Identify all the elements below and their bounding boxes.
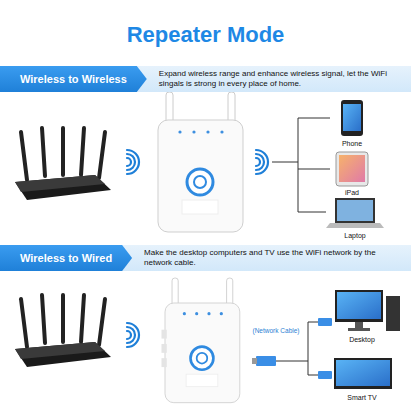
desktop-icon: [355, 322, 363, 328]
router-icon: [15, 175, 111, 200]
router-icon: [21, 128, 105, 180]
band-heading: Wireless to Wired: [0, 245, 132, 271]
repeater-device: [206, 130, 209, 133]
repeater-device: [220, 130, 223, 133]
wifi-waves: [127, 154, 135, 170]
repeater-device: [158, 120, 243, 232]
device-label: Laptop: [344, 231, 365, 240]
router-icon: [42, 295, 45, 343]
desktop-icon: [348, 328, 370, 331]
repeater-device: [165, 303, 240, 403]
wifi-waves: [256, 150, 268, 174]
router-icon: [21, 295, 105, 347]
network-cable: [252, 318, 332, 379]
diagram-title: Repeater Mode: [0, 22, 411, 48]
repeater-device: [187, 169, 213, 195]
network-cable: [256, 356, 276, 366]
device-label: Smart TV: [347, 393, 376, 402]
desktop-icon: [386, 296, 400, 331]
repeater-device: [161, 278, 239, 403]
router-icon: [15, 128, 111, 200]
router-icon: [15, 342, 105, 359]
wifi-waves: [127, 150, 139, 174]
device-label: Desktop: [349, 335, 375, 344]
phone-icon: [341, 100, 363, 136]
smart-tv-icon: [336, 360, 390, 386]
wifi-waves: [256, 158, 260, 166]
repeater-device: [186, 374, 218, 386]
router-icon: [15, 295, 111, 367]
repeater-device: [178, 130, 181, 133]
repeater-device: [158, 92, 243, 232]
repeater-device: [161, 344, 166, 353]
router-icon: [81, 128, 84, 175]
repeater-device: [220, 312, 223, 315]
repeater-device: [192, 130, 195, 133]
band-description: Expand wireless range and enhance wirele…: [159, 67, 397, 91]
repeater-device: [161, 358, 166, 367]
laptop-icon: [326, 198, 384, 228]
repeater-device: [161, 330, 166, 339]
repeater-device: [197, 353, 208, 364]
repeater-device: [207, 312, 210, 315]
device-label: (Network Cable): [253, 326, 300, 335]
router-icon: [21, 132, 27, 180]
desktop-icon: [337, 292, 381, 319]
repeater-device: [191, 347, 214, 370]
repeater-device: [194, 176, 206, 188]
router-icon: [81, 295, 84, 342]
repeater-device: [183, 312, 186, 315]
phone-icon: [343, 104, 361, 131]
band-heading: Wireless to Wireless: [0, 66, 147, 92]
ipad-icon: [339, 155, 365, 182]
repeater-device: [182, 200, 218, 214]
laptop-icon: [335, 198, 375, 223]
router-icon: [61, 295, 65, 342]
wifi-waves: [127, 327, 135, 343]
mode-band: Wireless to Wired Make the desktop comput…: [0, 245, 411, 271]
wifi-waves: [256, 154, 264, 170]
router-icon: [15, 175, 105, 192]
band-description: Make the desktop computers and TV use th…: [144, 246, 382, 270]
router-icon: [15, 342, 111, 367]
desktop-icon: [335, 290, 400, 331]
network-cable: [318, 318, 332, 326]
smart-tv-icon: [334, 358, 392, 389]
bracket-line: [272, 118, 330, 212]
ipad-icon: [336, 152, 368, 186]
network-cable: [318, 371, 332, 379]
laptop-icon: [337, 200, 373, 221]
ipad-icon: [336, 152, 368, 186]
device-label: iPad: [345, 188, 359, 197]
laptop-icon: [326, 223, 384, 228]
router-icon: [99, 132, 105, 178]
bracket-line: [272, 118, 330, 212]
wifi-waves: [127, 331, 131, 339]
phone-icon: [341, 100, 363, 136]
desktop-icon: [335, 290, 383, 322]
router-icon: [99, 299, 105, 345]
wifi-waves: [127, 323, 139, 347]
network-cable: [252, 358, 257, 364]
device-label: Phone: [342, 139, 362, 148]
mode-band: Wireless to Wireless Expand wireless rang…: [0, 66, 411, 92]
wifi-waves: [127, 158, 131, 166]
router-icon: [42, 128, 45, 176]
router-icon: [21, 299, 27, 347]
repeater-device: [195, 312, 198, 315]
router-icon: [61, 128, 65, 175]
smart-tv-icon: [334, 358, 392, 389]
